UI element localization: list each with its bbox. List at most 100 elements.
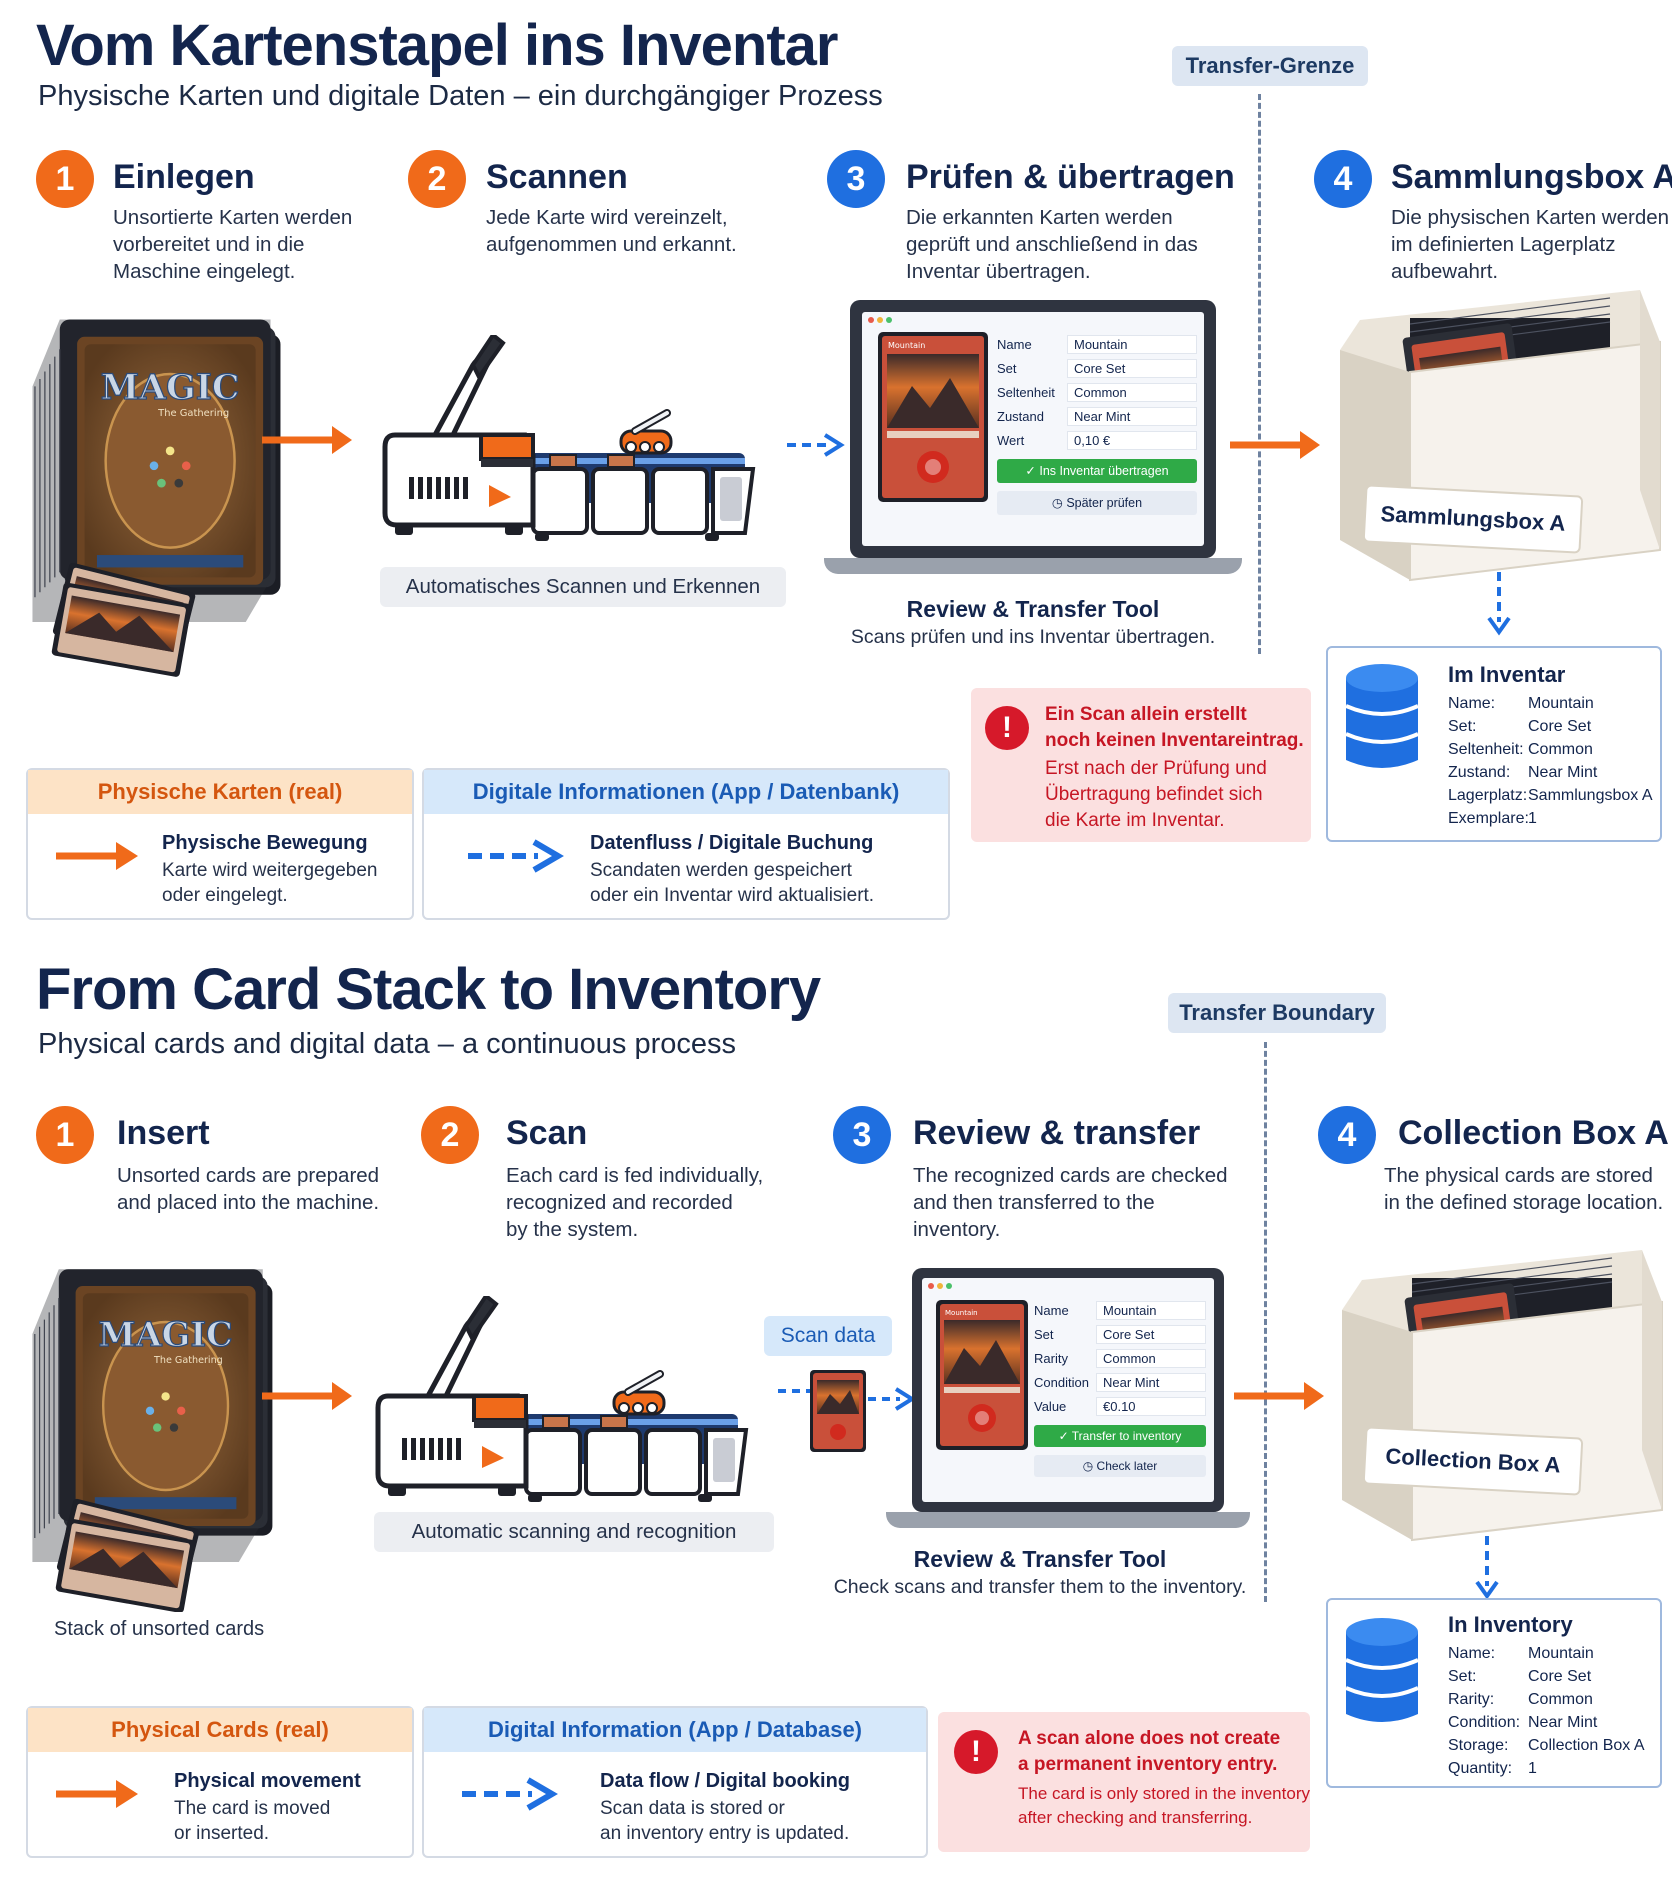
physical-arrow-2-en bbox=[1234, 1382, 1324, 1410]
page-title-en: From Card Stack to Inventory bbox=[36, 957, 821, 1022]
legend-digital-desc-en: Scan data is stored or an inventory entr… bbox=[600, 1798, 850, 1844]
field-label: Set bbox=[1034, 1327, 1054, 1342]
step-1-badge-en: 1 bbox=[36, 1106, 94, 1164]
scanner-caption-en: Automatic scanning and recognition bbox=[374, 1512, 774, 1552]
inventory-value: Mountain bbox=[1528, 695, 1594, 712]
inventory-row: Rarity:Common bbox=[1448, 1688, 1645, 1711]
warning-desc-en: The card is only stored in the inventory… bbox=[1018, 1784, 1310, 1827]
transfer-boundary-line-de bbox=[1258, 94, 1261, 654]
transfer-boundary-line-en bbox=[1264, 1042, 1267, 1602]
database-icon bbox=[1346, 664, 1420, 770]
inventory-title-en: In Inventory bbox=[1448, 1612, 1573, 1637]
orange-arrow-icon bbox=[56, 1780, 138, 1808]
data-arrow-down-de bbox=[1487, 572, 1511, 636]
legend-digital-de: Digitale Informationen (App / Datenbank)… bbox=[422, 768, 950, 920]
step-3-title-de: Prüfen & übertragen bbox=[906, 158, 1235, 196]
inventory-key: Name: bbox=[1448, 1645, 1496, 1662]
legend-physical-en: Physical Cards (real) Physical movement … bbox=[26, 1706, 414, 1858]
inventory-row: Exemplare:1 bbox=[1448, 807, 1653, 830]
field-value: Near Mint bbox=[1096, 1373, 1206, 1392]
check-icon: ✓ bbox=[1058, 1429, 1072, 1443]
inventory-value: 1 bbox=[1528, 810, 1537, 827]
field-value: Near Mint bbox=[1067, 407, 1197, 426]
legend-digital-head-de: Digitale Informationen (App / Datenbank) bbox=[424, 770, 948, 814]
data-arrow-down-en bbox=[1475, 1536, 1499, 1600]
field-label: Set bbox=[997, 361, 1017, 376]
mountain-card-image-de: Mountain bbox=[878, 332, 988, 502]
step-1-title-de: Einlegen bbox=[113, 158, 255, 196]
legend-physical-head-de: Physische Karten (real) bbox=[28, 770, 412, 814]
storage-box-illustration-en bbox=[1342, 1250, 1663, 1541]
field-value: 0,10 € bbox=[1067, 431, 1197, 450]
step-3-desc-de: Die erkannten Karten werden geprüft und … bbox=[906, 206, 1198, 283]
inventory-key: Set: bbox=[1448, 1668, 1477, 1685]
field-row: Value€0.10 bbox=[1034, 1396, 1206, 1417]
transfer-to-inventory-button-de[interactable]: ✓ Ins Inventar übertragen bbox=[997, 459, 1197, 483]
warning-desc-de: Erst nach der Prüfung und Übertragung be… bbox=[1045, 758, 1267, 831]
warning-note-en: ! A scan alone does not create a permane… bbox=[938, 1712, 1310, 1852]
inventory-row: Zustand: Near Mint bbox=[1448, 761, 1653, 784]
step-2-badge-de: 2 bbox=[408, 150, 466, 208]
inventory-key: Zustand: bbox=[1448, 764, 1511, 781]
legend-physical-desc-en: The card is moved or inserted. bbox=[174, 1798, 331, 1844]
step-3-badge-en: 3 bbox=[833, 1106, 891, 1164]
clock-icon: ◷ bbox=[1082, 1459, 1097, 1473]
check-later-button-de[interactable]: ◷ Später prüfen bbox=[997, 491, 1197, 515]
page-title-de: Vom Kartenstapel ins Inventar bbox=[36, 13, 838, 78]
warning-title-en: A scan alone does not create a permanent… bbox=[1018, 1728, 1281, 1775]
step-1-badge-de: 1 bbox=[36, 150, 94, 208]
scanner-machine-illustration-en bbox=[368, 1296, 798, 1511]
legend-physical-title-de: Physische Bewegung bbox=[162, 832, 368, 854]
check-later-button-en[interactable]: ◷ Check later bbox=[1034, 1455, 1206, 1477]
inventory-value: Collection Box A bbox=[1528, 1737, 1645, 1754]
legend-digital-head-en: Digital Information (App / Database) bbox=[424, 1708, 926, 1752]
field-row: Zustand Near Mint bbox=[997, 406, 1197, 427]
legend-physical-head-en: Physical Cards (real) bbox=[28, 1708, 412, 1752]
page-subtitle-en: Physical cards and digital data – a cont… bbox=[38, 1028, 737, 1060]
inventory-key: Storage: bbox=[1448, 1737, 1509, 1754]
inventory-row: Name:Mountain bbox=[1448, 692, 1653, 715]
inventory-title-de: Im Inventar bbox=[1448, 662, 1566, 687]
transfer-boundary-tag-en: Transfer Boundary bbox=[1168, 993, 1386, 1033]
step-4-desc-de: Die physischen Karten werden im definier… bbox=[1391, 206, 1670, 283]
inventory-key: Lagerplatz: bbox=[1448, 787, 1528, 804]
step-2-title-de: Scannen bbox=[486, 158, 628, 196]
scan-data-tag: Scan data bbox=[764, 1316, 892, 1356]
field-label: Zustand bbox=[997, 409, 1044, 424]
field-value: Mountain bbox=[1096, 1301, 1206, 1320]
scanner-caption-de: Automatisches Scannen und Erkennen bbox=[380, 567, 786, 607]
inventory-row: Set:Core Set bbox=[1448, 715, 1653, 738]
inventory-value: Near Mint bbox=[1528, 764, 1598, 781]
step-4-badge-en: 4 bbox=[1318, 1106, 1376, 1164]
step-1-desc-de: Unsortierte Karten werden vorbereitet un… bbox=[113, 206, 353, 283]
laptop-base-de bbox=[824, 558, 1242, 574]
mountain-card-image-en: Mountain bbox=[936, 1300, 1028, 1450]
card-name-de: Mountain bbox=[888, 341, 925, 350]
step-4-title-de: Sammlungsbox A bbox=[1391, 158, 1672, 196]
field-label: Seltenheit bbox=[997, 385, 1055, 400]
inventory-row: Seltenheit:Common bbox=[1448, 738, 1653, 761]
step-2-desc-en: Each card is fed individually, recognize… bbox=[506, 1164, 764, 1241]
transfer-to-inventory-button-en[interactable]: ✓ Transfer to inventory bbox=[1034, 1425, 1206, 1447]
card-stack-illustration-de bbox=[31, 318, 282, 678]
orange-arrow-icon bbox=[56, 842, 138, 870]
laptop-base-en bbox=[886, 1512, 1250, 1528]
legend-digital-desc-de: Scandaten werden gespeichert oder ein In… bbox=[590, 860, 875, 906]
step-2-badge-en: 2 bbox=[421, 1106, 479, 1164]
inventory-key: Exemplare: bbox=[1448, 810, 1529, 827]
inventory-value: Core Set bbox=[1528, 718, 1592, 735]
